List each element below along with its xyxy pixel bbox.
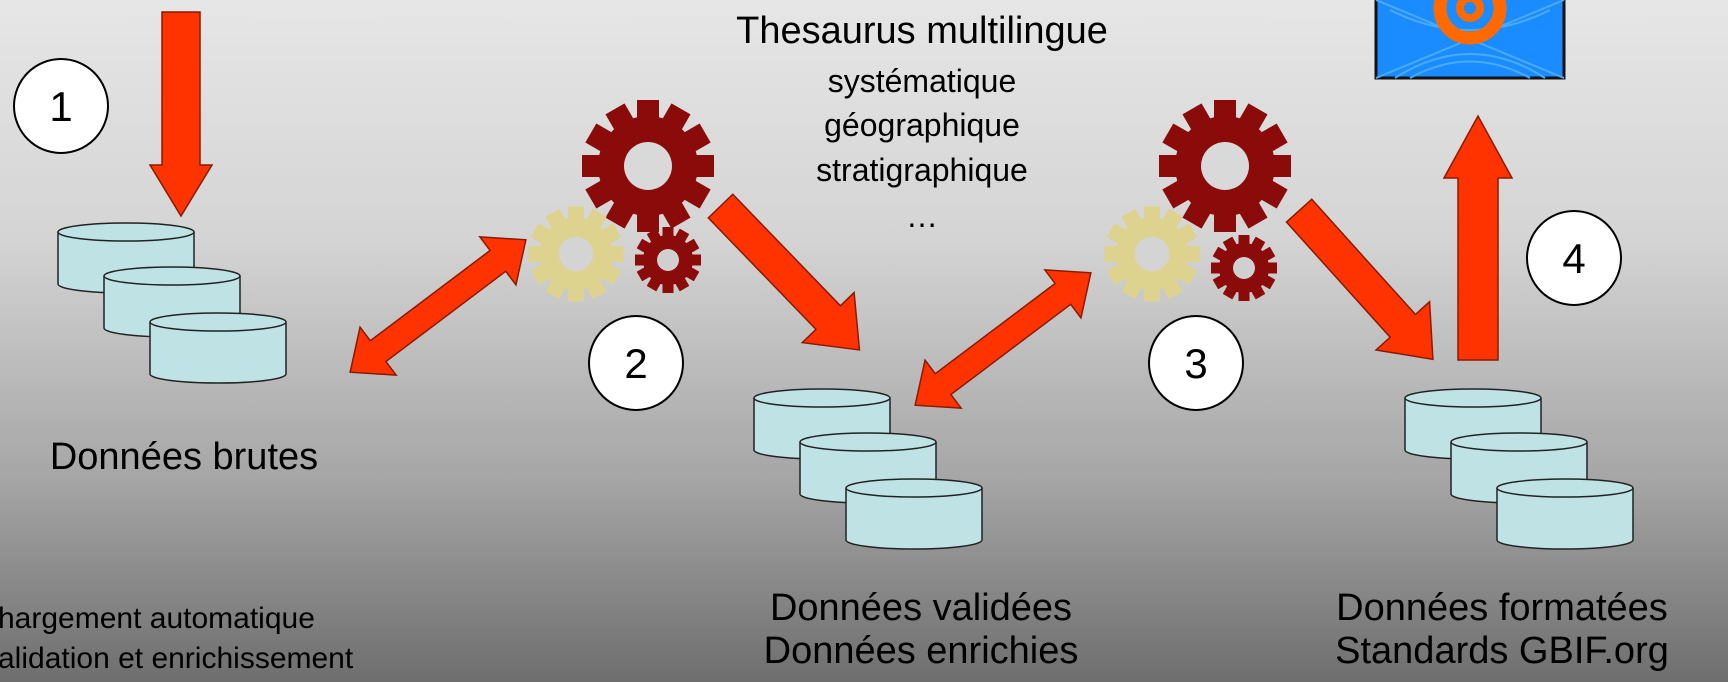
thesaurus-item: systématique xyxy=(827,63,1017,99)
gear-icon xyxy=(1104,206,1200,302)
download-arrow xyxy=(148,11,214,218)
thesaurus-item: géographique xyxy=(824,107,1020,143)
gear-icon xyxy=(528,206,624,302)
gear-icon xyxy=(635,227,701,293)
process-arrow xyxy=(707,193,861,351)
bidirectional-arrow xyxy=(349,236,527,376)
step-number: 2 xyxy=(624,340,647,387)
step-number: 1 xyxy=(49,83,72,130)
process-arrow xyxy=(1285,198,1434,361)
gear-icon xyxy=(1211,235,1277,301)
database-icon xyxy=(57,222,287,384)
step-number: 3 xyxy=(1184,340,1207,387)
step-number: 4 xyxy=(1562,235,1585,282)
validated-data-label: Données validées xyxy=(769,587,1073,629)
step-marker-2: 2 xyxy=(588,315,684,411)
database-icon xyxy=(753,388,983,550)
legend-line: hargement automatique xyxy=(0,602,315,635)
step-marker-4: 4 xyxy=(1526,210,1622,306)
gbif-standards-label: Standards GBIF.org xyxy=(1335,630,1669,672)
gear-icon xyxy=(1159,100,1291,232)
gear-icon xyxy=(582,100,714,232)
enriched-data-label: Données enrichies xyxy=(763,630,1079,672)
database-icon xyxy=(1404,388,1634,550)
thesaurus-item: … xyxy=(906,198,938,234)
bidirectional-arrow xyxy=(914,269,1092,409)
thesaurus-item: stratigraphique xyxy=(816,152,1028,188)
step-marker-1: 1 xyxy=(13,58,109,154)
legend-line: alidation et enrichissement xyxy=(0,642,354,675)
publish-arrow xyxy=(1442,114,1514,361)
web-at-icon xyxy=(1374,0,1566,80)
raw-data-label: Données brutes xyxy=(49,436,319,478)
thesaurus-title: Thesaurus multilingue xyxy=(736,10,1108,52)
formatted-data-label: Données formatées xyxy=(1336,587,1668,629)
step-marker-3: 3 xyxy=(1148,315,1244,411)
